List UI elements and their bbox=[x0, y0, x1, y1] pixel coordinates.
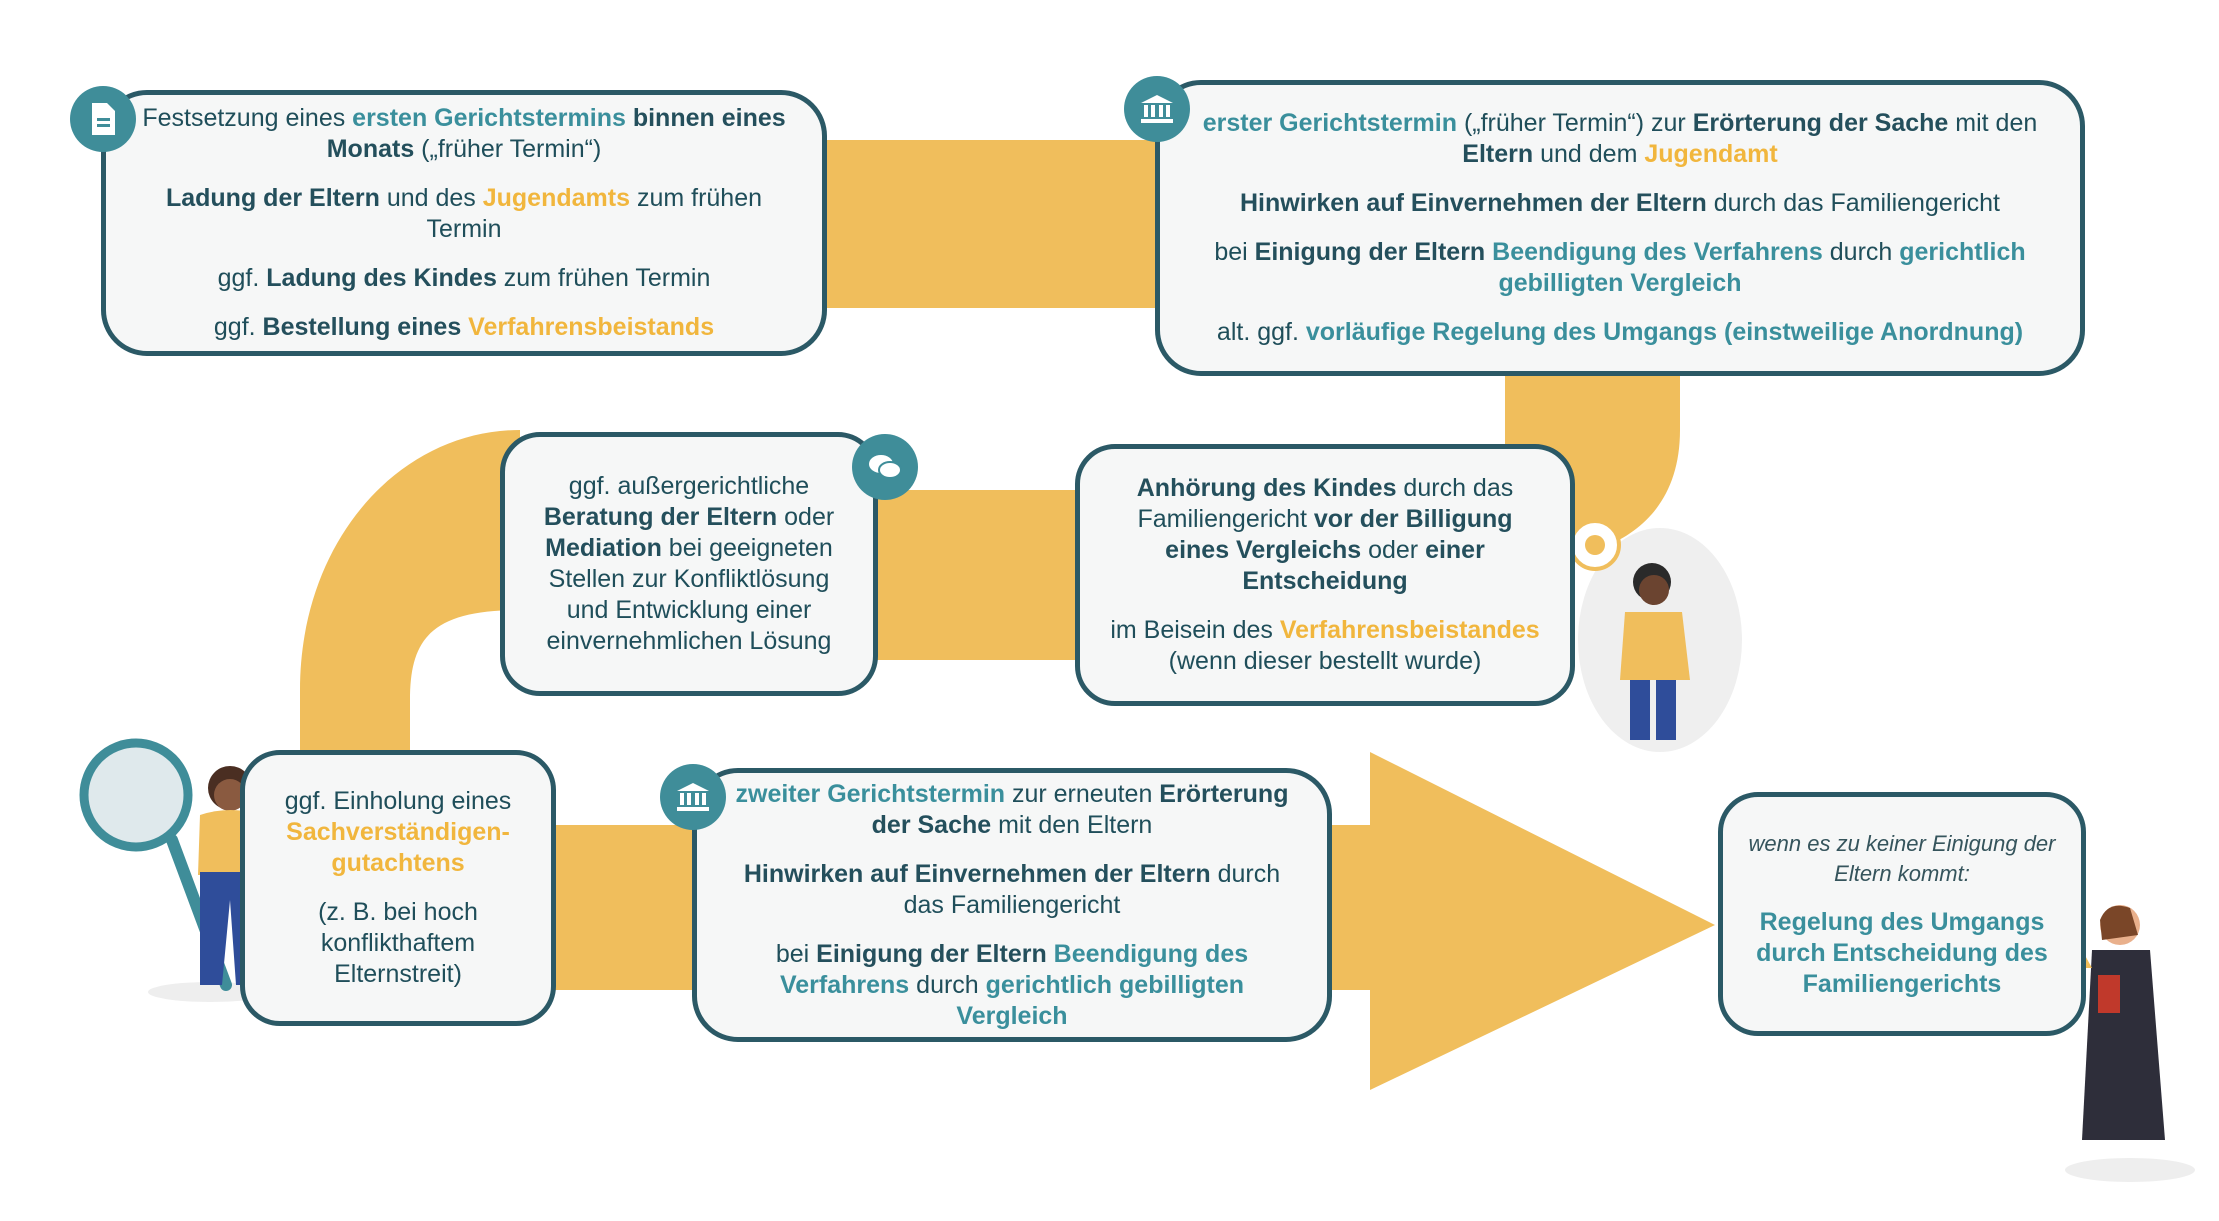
text: durch bbox=[1822, 238, 1900, 266]
text: Erörterung der Sache bbox=[1692, 109, 1949, 137]
text: zum frühen Termin bbox=[426, 184, 763, 243]
text: ersten Gerichtstermins bbox=[352, 104, 626, 132]
text: Jugendamts bbox=[482, 184, 630, 212]
text: durch bbox=[909, 970, 986, 999]
text: zweiter Gerichtstermin bbox=[735, 779, 1006, 808]
text: Hinwirken auf Einvernehmen der Eltern bbox=[743, 859, 1211, 888]
text: (wenn dieser bestellt wurde) bbox=[1168, 647, 1482, 675]
document-icon bbox=[70, 86, 136, 152]
chat-bubbles-icon bbox=[852, 434, 918, 500]
text: Jugendamt bbox=[1644, 140, 1778, 168]
text: Anhörung des Kindes bbox=[1136, 474, 1397, 502]
text: bei geeigneten Stellen zur Konfliktlösun… bbox=[546, 534, 833, 655]
text: Erörterung der Sache bbox=[871, 779, 1289, 839]
text: durch das Familiengericht bbox=[1706, 189, 2000, 217]
text: Verfahrensbeistandes bbox=[1279, 616, 1540, 644]
text: vor der Billigung eines Vergleichs bbox=[1165, 505, 1513, 564]
text: Ladung der Eltern bbox=[165, 184, 380, 212]
text: ggf. außergerichtliche bbox=[568, 472, 810, 500]
text: bei bbox=[1214, 238, 1255, 266]
text: Eltern bbox=[1462, 140, 1534, 168]
text: („früher Termin“) bbox=[414, 135, 602, 163]
text: binnen eines Monats bbox=[326, 104, 786, 163]
text: einer Entscheidung bbox=[1242, 536, 1485, 595]
child-lightbulb-figure bbox=[1569, 519, 1742, 752]
text: Beratung der Eltern bbox=[543, 503, 778, 531]
text: Beendigung des Verfahrens bbox=[779, 939, 1249, 999]
step-box-expert-opinion: ggf. Einholung eines Sachverständigen-gu… bbox=[240, 750, 556, 1026]
text: (z. B. bei hoch konflikthaftem Elternstr… bbox=[318, 898, 478, 988]
text: oder bbox=[1361, 536, 1426, 564]
text: Mediation bbox=[545, 534, 662, 562]
text: zur erneuten bbox=[1005, 779, 1160, 808]
text: wenn es zu keiner Einigung der Eltern ko… bbox=[1748, 830, 2056, 886]
text: gerichtlich gebilligten Vergleich bbox=[956, 970, 1245, 1030]
step-box-child-hearing: Anhörung des Kindes durch das Familienge… bbox=[1075, 444, 1575, 706]
text: mit den Eltern bbox=[991, 810, 1153, 839]
text: mit den bbox=[1948, 109, 2038, 137]
text: bei bbox=[775, 939, 817, 968]
judge-figure bbox=[2022, 905, 2195, 1182]
text: Sachverständigen-gutachtens bbox=[286, 818, 510, 877]
courthouse-icon bbox=[660, 764, 726, 830]
step-box-mediation: ggf. außergerichtliche Beratung der Elte… bbox=[500, 432, 878, 696]
text: gerichtlich gebilligten Vergleich bbox=[1498, 238, 2026, 297]
text: Bestellung eines bbox=[262, 313, 469, 341]
text: Einigung der Eltern bbox=[816, 939, 1047, 968]
text: Ladung des Kindes bbox=[266, 264, 497, 292]
text: und dem bbox=[1533, 140, 1645, 168]
text: ggf. bbox=[217, 264, 267, 292]
text: Verfahrensbeistands bbox=[468, 313, 715, 341]
text: Beendigung des Verfahrens bbox=[1485, 238, 1823, 266]
text: ggf. Einholung eines bbox=[284, 787, 512, 815]
step-box-court-date-scheduling: Festsetzung eines ersten Gerichtstermins… bbox=[101, 90, 827, 356]
text: alt. ggf. bbox=[1216, 318, 1306, 346]
text: erster Gerichtstermin bbox=[1202, 109, 1457, 137]
text: („früher Termin“) zur bbox=[1457, 109, 1693, 137]
text: Hinwirken auf Einvernehmen der Eltern bbox=[1240, 189, 1707, 217]
text: vorläufige Regelung des Umgangs (einstwe… bbox=[1305, 318, 2024, 346]
text: und des bbox=[379, 184, 483, 212]
courthouse-icon bbox=[1124, 76, 1190, 142]
text: oder bbox=[777, 503, 835, 531]
step-box-second-court-date: zweiter Gerichtstermin zur erneuten Erör… bbox=[692, 768, 1332, 1042]
step-box-court-decision: wenn es zu keiner Einigung der Eltern ko… bbox=[1718, 792, 2086, 1036]
text: Festsetzung eines bbox=[142, 104, 353, 132]
text: zum frühen Termin bbox=[496, 264, 711, 292]
text: ggf. bbox=[213, 313, 263, 341]
text: im Beisein des bbox=[1110, 616, 1280, 644]
step-box-first-court-date: erster Gerichtstermin („früher Termin“) … bbox=[1155, 80, 2085, 376]
text: durch das Familiengericht bbox=[903, 859, 1281, 919]
text: Einigung der Eltern bbox=[1254, 238, 1486, 266]
text: Regelung des Umgangs durch Entscheidung … bbox=[1756, 907, 2048, 998]
text: durch das Familiengericht bbox=[1137, 474, 1514, 533]
